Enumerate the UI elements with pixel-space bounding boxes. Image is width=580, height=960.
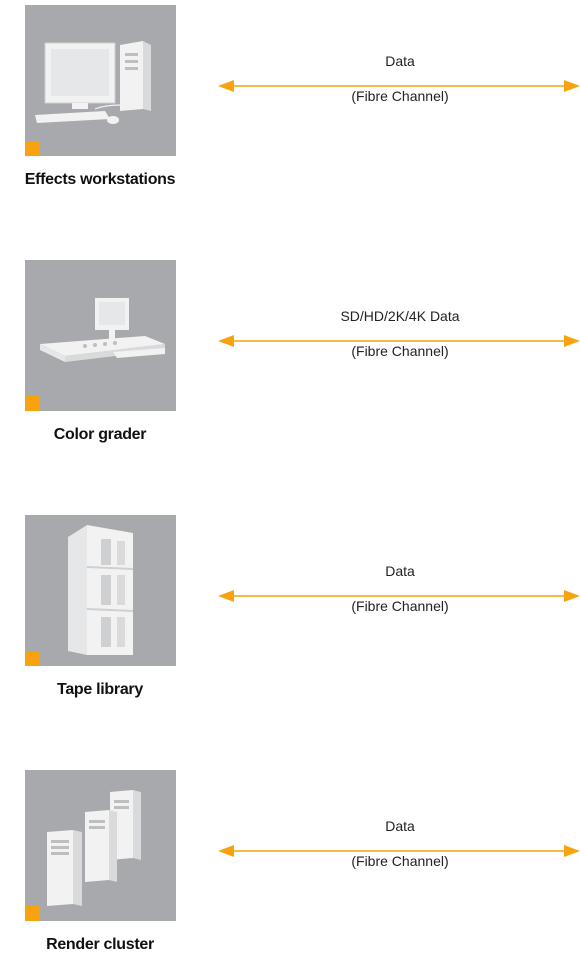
device-tile (25, 5, 176, 156)
render-cluster-icon (47, 790, 141, 906)
device-tile (25, 770, 176, 921)
tape-library-icon (68, 525, 134, 655)
link-sublabel: (Fibre Channel) (351, 88, 449, 104)
node-caption: Color grader (53, 426, 147, 443)
link-sublabel: (Fibre Channel) (351, 343, 449, 359)
accent-badge (25, 651, 40, 666)
node-render-cluster: Render cluster Data (Fibre Channel) (0, 770, 580, 960)
link-label: Data (385, 818, 415, 834)
device-tile (25, 260, 176, 411)
accent-badge (25, 906, 40, 921)
node-effects-workstations: Effects workstations Data (Fibre Channel… (0, 5, 580, 195)
bidirectional-arrow-icon (218, 80, 580, 92)
link-sublabel: (Fibre Channel) (351, 598, 449, 614)
bidirectional-arrow-icon (218, 590, 580, 602)
color-grader-icon (40, 298, 165, 362)
link-label: SD/HD/2K/4K Data (340, 308, 460, 324)
node-caption: Tape library (57, 681, 143, 698)
bidirectional-arrow-icon (218, 335, 580, 347)
node-caption: Render cluster (46, 936, 154, 953)
accent-badge (25, 396, 40, 411)
link-sublabel: (Fibre Channel) (351, 853, 449, 869)
workstation-icon (35, 41, 151, 124)
link-label: Data (385, 53, 415, 69)
node-tape-library: Tape library Data (Fibre Channel) (0, 515, 580, 705)
node-caption: Effects workstations (24, 171, 176, 188)
bidirectional-arrow-icon (218, 845, 580, 857)
accent-badge (25, 141, 40, 156)
node-color-grader: Color grader SD/HD/2K/4K Data (Fibre Cha… (0, 260, 580, 450)
device-tile (25, 515, 176, 666)
link-label: Data (385, 563, 415, 579)
